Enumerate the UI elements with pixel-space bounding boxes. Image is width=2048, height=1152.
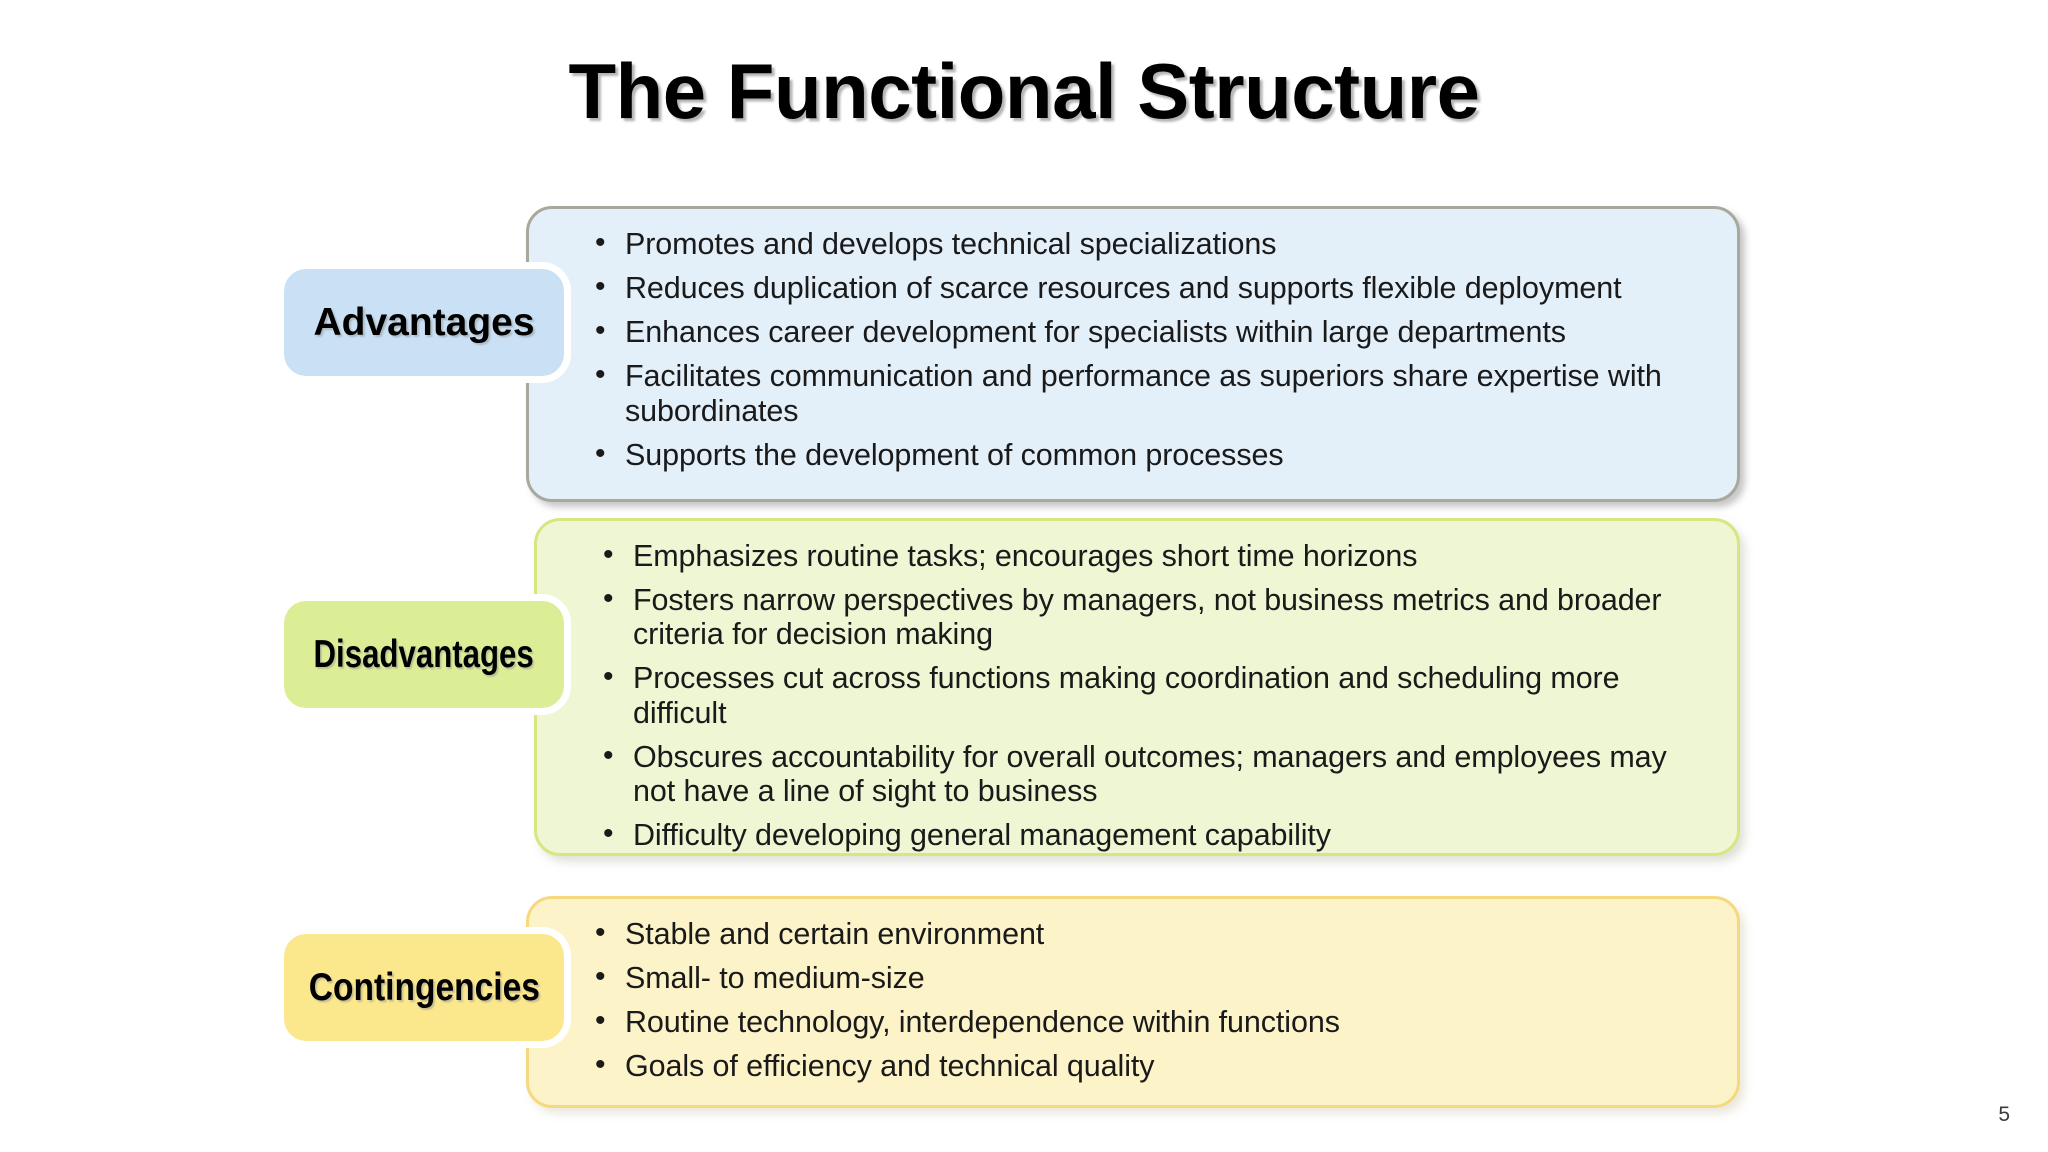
list-item: Small- to medium-size — [595, 960, 1697, 995]
list-item: Supports the development of common proce… — [595, 437, 1697, 472]
list-item: Processes cut across functions making co… — [603, 660, 1697, 729]
list-item: Obscures accountability for overall outc… — [603, 739, 1697, 808]
disadvantages-bullet-list: Emphasizes routine tasks; encourages sho… — [603, 538, 1697, 852]
advantages-panel: Promotes and develops technical speciali… — [526, 206, 1740, 502]
advantages-bullet-list: Promotes and develops technical speciali… — [595, 226, 1697, 472]
contingencies-label: Contingencies — [308, 965, 540, 1009]
list-item: Facilitates communication and performanc… — [595, 358, 1697, 427]
advantages-label-chip[interactable]: Advantages — [277, 262, 571, 383]
disadvantages-label: Disadvantages — [313, 632, 535, 676]
list-item: Routine technology, interdependence with… — [595, 1004, 1697, 1039]
page-title: The Functional Structure — [568, 47, 1480, 135]
list-item: Enhances career development for speciali… — [595, 314, 1697, 349]
list-item: Difficulty developing general management… — [603, 817, 1697, 852]
list-item: Emphasizes routine tasks; encourages sho… — [603, 538, 1697, 573]
list-item: Promotes and develops technical speciali… — [595, 226, 1697, 261]
list-item: Fosters narrow perspectives by managers,… — [603, 582, 1697, 651]
contingencies-label-chip[interactable]: Contingencies — [277, 927, 571, 1048]
list-item: Stable and certain environment — [595, 916, 1697, 951]
list-item: Reduces duplication of scarce resources … — [595, 270, 1697, 305]
page-number: 5 — [1998, 1103, 2010, 1126]
advantages-label: Advantages — [313, 300, 535, 344]
list-item: Goals of efficiency and technical qualit… — [595, 1048, 1697, 1083]
disadvantages-label-chip[interactable]: Disadvantages — [277, 594, 571, 715]
disadvantages-panel: Emphasizes routine tasks; encourages sho… — [534, 518, 1740, 856]
contingencies-bullet-list: Stable and certain environment Small- to… — [595, 916, 1697, 1084]
contingencies-panel: Stable and certain environment Small- to… — [526, 896, 1740, 1108]
